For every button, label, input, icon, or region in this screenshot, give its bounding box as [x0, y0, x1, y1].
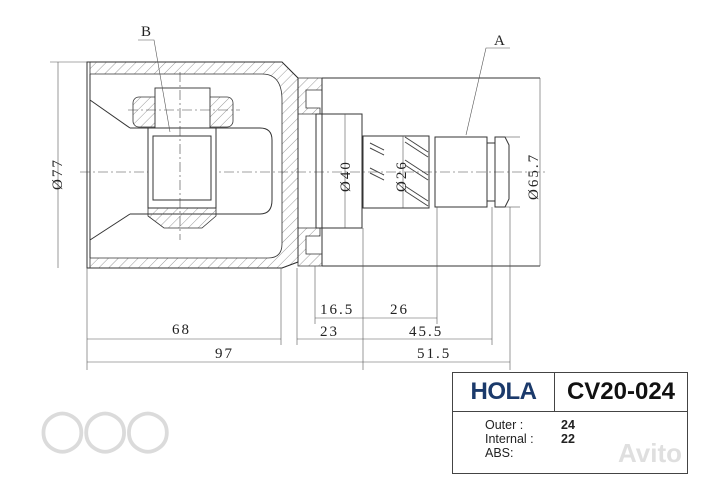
- callouts: B A: [138, 24, 510, 136]
- diameter-dimensions: Ø77 Ø40 Ø26 Ø65.7: [50, 62, 542, 268]
- tripod-roller: [128, 72, 240, 240]
- dim-spline-diameter: Ø26: [394, 160, 410, 192]
- dim-outer-diameter: Ø77: [50, 158, 66, 190]
- dim-68: 68: [172, 322, 191, 338]
- watermark-ooop: ◯◯◯: [40, 408, 170, 452]
- dim-26: 26: [390, 302, 409, 318]
- watermark-avito: Avito: [618, 438, 683, 468]
- dim-flange-diameter: Ø65.7: [526, 153, 542, 200]
- extension-lines: [50, 61, 511, 370]
- spec-row-abs: ABS:: [485, 446, 514, 460]
- dim-51-5: 51.5: [417, 346, 451, 362]
- dim-45-5: 45.5: [409, 324, 443, 340]
- stem: [297, 77, 540, 267]
- callout-a: A: [494, 33, 507, 49]
- dim-stem-diameter: Ø40: [338, 160, 354, 192]
- length-dimensions: 16.5 26 68 23 45.5 97 51.5: [87, 302, 510, 363]
- dim-23: 23: [320, 324, 339, 340]
- spec-row-internal: Internal : 22: [485, 432, 575, 446]
- title-block: HOLA CV20-024 Outer : 24 Internal : 22 A…: [452, 372, 688, 474]
- spec-row-outer: Outer : 24: [485, 418, 575, 432]
- callout-b: B: [141, 24, 153, 40]
- dim-16-5: 16.5: [320, 302, 354, 318]
- brand-logo: HOLA: [453, 373, 555, 411]
- dim-97: 97: [215, 346, 234, 362]
- part-number: CV20-024: [566, 378, 676, 405]
